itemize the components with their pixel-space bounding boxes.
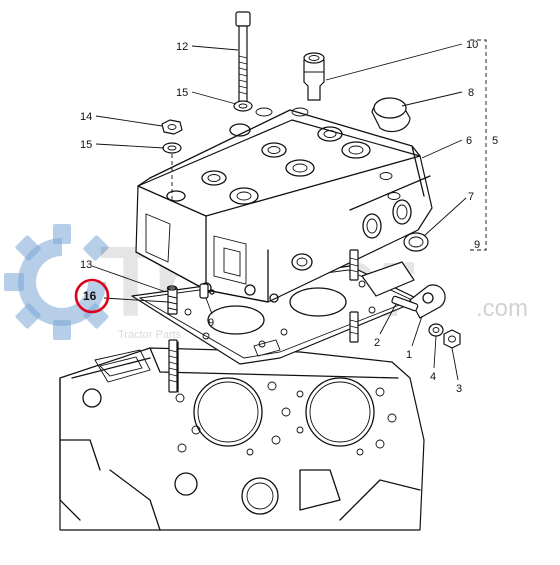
callout-1: 1 xyxy=(406,349,412,361)
nut-14 xyxy=(161,119,183,135)
callout-16: 16 xyxy=(83,289,97,303)
callout-9-left: 9 xyxy=(208,317,214,329)
washer-4 xyxy=(428,323,444,337)
callout-8: 8 xyxy=(468,87,474,99)
callout-6: 6 xyxy=(466,135,472,147)
washer-15-upper xyxy=(233,100,253,112)
head-bolt-12 xyxy=(235,11,251,103)
callout-12: 12 xyxy=(176,41,188,53)
callout-15-upper: 15 xyxy=(176,87,188,99)
callout-15-lower: 15 xyxy=(80,139,92,151)
plug-7 xyxy=(403,232,429,252)
lifting-bracket-2 xyxy=(361,261,446,319)
callout-13: 13 xyxy=(80,259,92,271)
stud-manifold xyxy=(349,249,359,343)
highlight-ring xyxy=(74,278,110,314)
callout-4: 4 xyxy=(430,371,436,383)
watermark-domain: .com xyxy=(476,295,528,322)
nozzle-holder-10 xyxy=(303,52,325,101)
gear-logo-icon xyxy=(4,224,109,340)
engine-block xyxy=(59,341,425,531)
washer-15-lower xyxy=(162,142,182,154)
callout-7: 7 xyxy=(468,191,474,203)
highlighted-callout-16[interactable]: 16 xyxy=(74,278,110,314)
callout-2: 2 xyxy=(374,337,380,349)
leader-lines xyxy=(91,43,467,381)
callout-labels: 12 10 15 8 14 15 6 5 7 9 13 9 2 1 4 3 xyxy=(80,39,498,395)
callout-14: 14 xyxy=(80,111,92,123)
callout-5: 5 xyxy=(492,135,498,147)
callout-3: 3 xyxy=(456,383,462,395)
watermark-tagline: Tractor Parts xyxy=(118,329,182,341)
core-plug-8 xyxy=(371,97,411,133)
callout-10: 10 xyxy=(466,39,478,51)
dowel-9 xyxy=(199,283,209,299)
callout-9-right: 9 xyxy=(474,239,480,251)
nut-3 xyxy=(443,329,461,349)
stud-13-16 xyxy=(166,285,178,393)
group-bracket-5 xyxy=(470,39,487,251)
